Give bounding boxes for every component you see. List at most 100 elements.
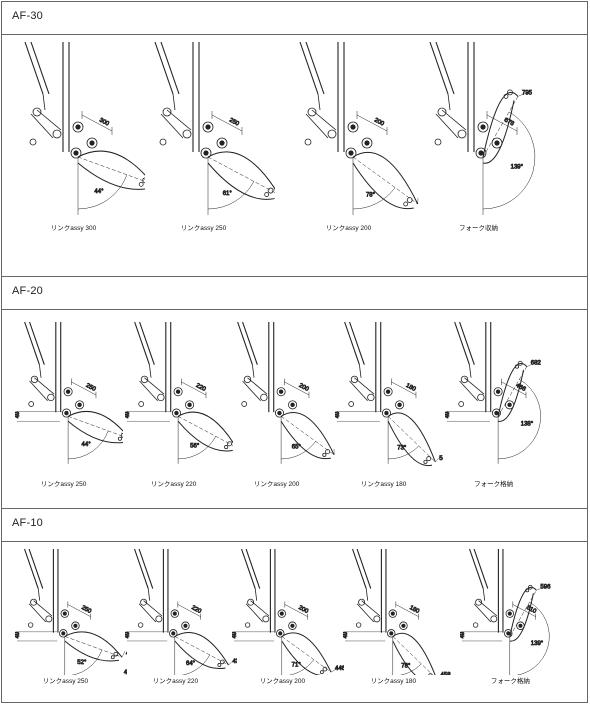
attachment-figure: 22043149264°49: [125, 545, 237, 675]
attachment-drawing: 22043149264°49: [125, 548, 237, 675]
attachment-figure: 18054861473°49: [335, 318, 443, 468]
swing-angle-label: 78°: [401, 663, 411, 669]
attachment-figure: 510 596 139° 49: [460, 545, 572, 675]
link-length-label: 200: [373, 117, 385, 127]
figure-caption: フォーク格納: [474, 481, 514, 488]
link-length-label: 250: [85, 383, 97, 393]
attachment-drawing: 678 795 139°: [429, 41, 536, 215]
attachment-drawing: 250 404 464 52° 49: [15, 548, 127, 675]
figure-caption: フォーク格納: [490, 678, 530, 685]
link-length-label: 200: [297, 605, 309, 615]
attachment-drawing: 18045852478°49: [343, 548, 452, 675]
attachment-figure: 30057164944°: [15, 38, 145, 218]
swing-angle-label: 139°: [531, 641, 544, 647]
attachment-drawing: 22051858156°49: [125, 321, 233, 464]
attachment-drawing: 25049035144°49: [15, 321, 123, 464]
link-length-label: 300: [98, 117, 110, 127]
swing-angle-label: 52°: [77, 660, 87, 666]
offset-label: 49: [125, 631, 131, 638]
figure-caption: リンクassy 220: [150, 481, 197, 488]
section-title: AF-30: [12, 10, 43, 22]
attachment-figure: 678 795 139°: [420, 38, 550, 218]
reach-label: 446: [335, 666, 344, 672]
attachment-figure: 466 682 138° 49: [445, 318, 553, 468]
link-length-label: 510: [525, 605, 537, 615]
offset-label: 49: [343, 631, 349, 638]
section-header: AF-10: [1, 508, 588, 542]
swing-angle-label: 73°: [397, 446, 407, 452]
section-af-10: AF-10: [1, 508, 588, 703]
figure-caption: リンクassy 200: [325, 225, 372, 232]
link-length-label: 180: [408, 605, 420, 615]
figure-caption: リンクassy 200: [253, 481, 300, 488]
section-title: AF-10: [12, 517, 43, 529]
swing-angle-label: 44°: [94, 189, 104, 195]
reach-label: 682: [531, 361, 542, 367]
swing-angle-label: 71°: [292, 662, 302, 668]
offset-label: 49: [232, 631, 238, 638]
attachment-drawing: 25061169161°: [154, 41, 275, 215]
link-length-label: 200: [298, 383, 310, 393]
figure-caption: リンクassy 180: [360, 481, 407, 488]
figure-caption: リンクassy 200: [259, 678, 306, 685]
figure-caption: リンクassy 220: [152, 678, 199, 685]
reach-label: 431: [232, 659, 237, 665]
attachment-drawing: 466 682 138° 49: [445, 321, 542, 464]
offset-label: 49: [460, 631, 466, 638]
attachment-figure: 20053459565°: [228, 318, 336, 468]
link-length-label: 220: [190, 605, 202, 615]
attachment-drawing: 18054861473°49: [335, 321, 443, 467]
offset-label: 49: [15, 411, 21, 418]
section-title: AF-20: [12, 285, 43, 297]
attachment-figure: 22051858156°49: [125, 318, 233, 468]
link-length-label: 250: [228, 117, 240, 127]
reach-label: 596: [540, 584, 551, 590]
swing-angle-label: 138°: [521, 422, 534, 428]
attachment-figure: 20064272678°: [290, 38, 420, 218]
reach-label: 795: [522, 90, 533, 96]
attachment-drawing: 510 596 139° 49: [460, 548, 551, 675]
attachment-drawing: 30057164944°: [24, 41, 145, 215]
section-header: AF-20: [1, 276, 588, 310]
section-divider: [1, 276, 588, 277]
attachment-drawing: 20044650971°49: [232, 548, 344, 675]
swing-angle-label: 65°: [292, 445, 302, 451]
tip-length-label: 464: [124, 670, 127, 675]
attachment-figure: 18045852478°49: [343, 545, 455, 675]
figure-caption: リンクassy 250: [42, 678, 89, 685]
link-length-label: 250: [80, 605, 92, 615]
section-af-30: AF-30: [1, 1, 588, 277]
swing-angle-label: 44°: [82, 442, 92, 448]
swing-angle-label: 64°: [186, 661, 196, 667]
link-length-label: 220: [195, 383, 207, 393]
swing-angle-label: 56°: [190, 443, 200, 449]
reach-label: 548: [439, 456, 443, 462]
figure-caption: リンクassy 180: [370, 678, 417, 685]
attachment-figure: 20044650971°49: [232, 545, 344, 675]
offset-label: 49: [15, 631, 21, 638]
swing-angle-label: 61°: [223, 191, 233, 197]
link-length-label: 466: [515, 383, 527, 393]
section-af-20: AF-20: [1, 276, 588, 509]
figure-caption: リンクassy 250: [180, 225, 227, 232]
section-header: AF-30: [1, 1, 588, 35]
attachment-drawing: 20053459565°: [237, 321, 335, 464]
attachment-drawing: 20064272678°: [299, 41, 419, 215]
attachment-figure: 250 404 464 52° 49: [15, 545, 127, 675]
link-length-label: 678: [503, 117, 515, 127]
offset-label: 49: [335, 411, 341, 418]
offset-label: 49: [125, 411, 131, 418]
swing-angle-label: 78°: [366, 192, 376, 198]
reach-label: 458: [441, 673, 452, 675]
attachment-figure: 25049035144°49: [15, 318, 123, 468]
section-divider: [1, 508, 588, 509]
swing-angle-label: 139°: [511, 164, 524, 170]
figure-caption: フォーク収納: [459, 225, 498, 232]
figure-caption: リンクassy 300: [50, 225, 97, 232]
link-length-label: 180: [405, 383, 417, 393]
attachment-figure: 25061169161°: [145, 38, 275, 218]
offset-label: 49: [445, 411, 451, 418]
figure-caption: リンクassy 250: [40, 481, 87, 488]
reach-label: 404: [126, 651, 127, 657]
